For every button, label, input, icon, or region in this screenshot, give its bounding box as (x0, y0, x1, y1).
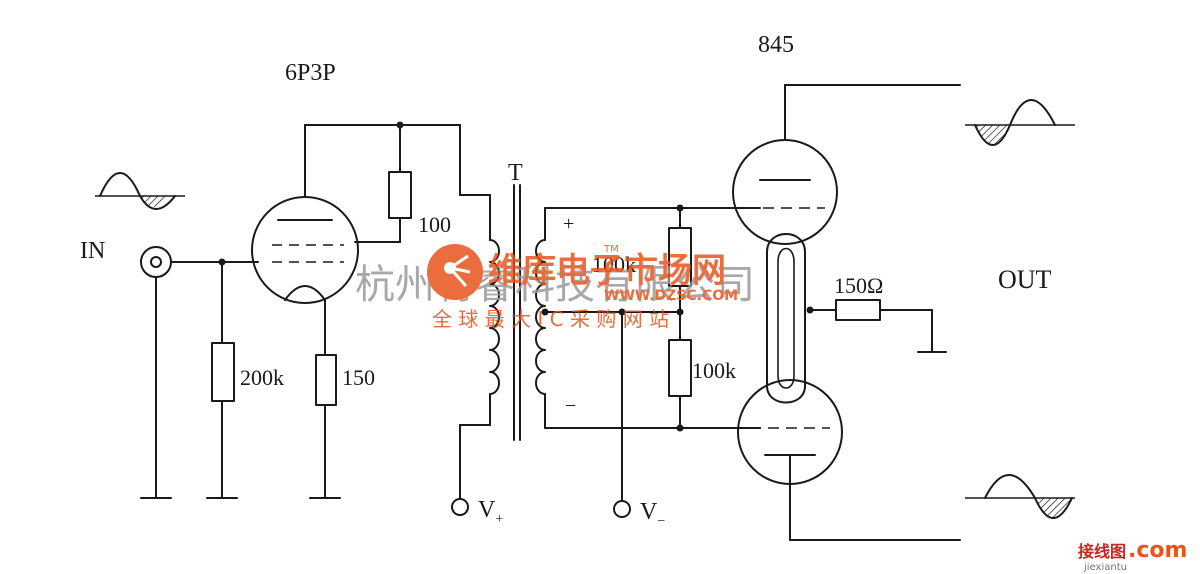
watermark-company: 杭州将睿科技有限公司 (355, 262, 755, 308)
corner-watermark: 接线图 .com jiexiantu (1078, 538, 1187, 573)
label-v-plus: V+ (478, 497, 503, 527)
resistor-200k (211, 342, 235, 402)
output-tube-lower (737, 379, 961, 541)
watermark-url: WWW.DZSC.COM (604, 288, 738, 304)
label-bias-upper: 100k (592, 252, 636, 277)
output-waveform-lower (965, 474, 1075, 519)
polarity-minus: − (565, 395, 576, 417)
filament-loop (766, 233, 947, 404)
label-transformer: T (508, 160, 523, 186)
input-waveform (95, 172, 185, 210)
watermark-tm: TM (603, 244, 619, 255)
secondary-winding (535, 239, 546, 395)
terminal-v-minus (613, 500, 631, 518)
label-output-tube: 845 (758, 32, 794, 58)
label-cathode-resistor: 150 (342, 365, 375, 390)
output-waveform-upper (965, 99, 1075, 146)
label-driver-tube: 6P3P (285, 60, 336, 86)
label-bias-lower: 100k (692, 358, 736, 383)
resistor-100 (388, 171, 412, 219)
label-v-minus: V− (640, 499, 665, 529)
label-plate-resistor: 100 (418, 212, 451, 237)
resistor-150 (315, 354, 337, 406)
transformer (451, 124, 761, 516)
corner-watermark-cn: 接线图 (1078, 542, 1126, 561)
terminal-v-plus (451, 498, 469, 516)
driver-tube (251, 121, 461, 499)
bias-divider (613, 204, 692, 518)
corner-watermark-com: .com (1128, 538, 1187, 563)
primary-winding (489, 239, 500, 395)
watermark-tagline: 全 球 最 大 I C 采 购 网 站 (432, 307, 669, 331)
watermark: 杭州将睿科技有限公司 维库电子市场网 TM WWW.DZSC.COM 全 球 最… (355, 244, 755, 331)
watermark-logo-icon (427, 244, 483, 300)
resistor-150-ohm (835, 299, 881, 321)
corner-watermark-en: jiexiantu (1083, 562, 1127, 573)
label-input: IN (80, 238, 105, 264)
cathode-electrode (284, 285, 326, 301)
label-output: OUT (998, 265, 1052, 294)
output-tube-upper (732, 84, 961, 245)
label-feedback-resistor: 150Ω (834, 273, 883, 298)
resistor-100k-lower (668, 339, 692, 397)
polarity-plus: + (563, 213, 574, 235)
input-wiring (140, 258, 259, 499)
input-jack (140, 246, 172, 278)
label-grid-resistor: 200k (240, 365, 284, 390)
watermark-brand: 维库电子市场网 (488, 251, 726, 291)
